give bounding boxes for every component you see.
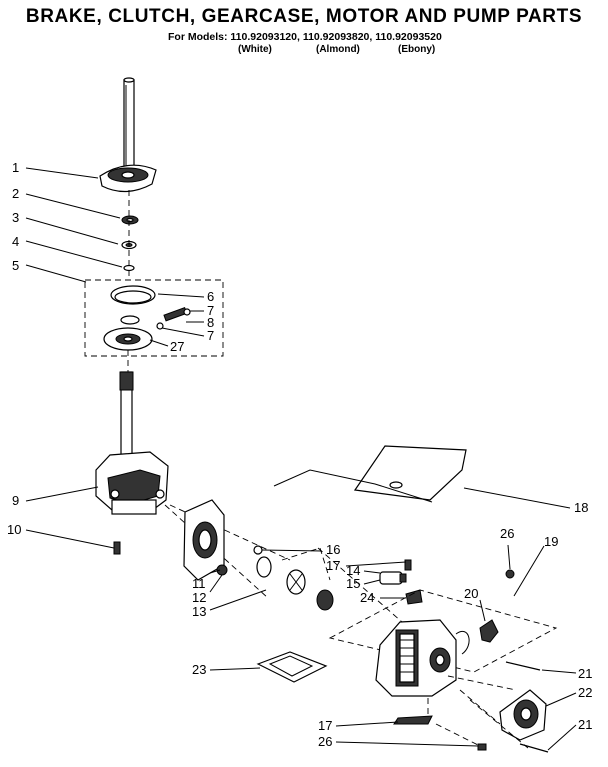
drive-shaft-upper (123, 77, 135, 176)
callout-4: 4 (12, 234, 19, 249)
callout-26b: 26 (318, 734, 332, 749)
capacitor-part-15 (379, 571, 407, 585)
callout-10: 10 (7, 522, 21, 537)
callout-17b: 17 (318, 718, 332, 733)
leader-lines (25, 167, 577, 751)
callout-14: 14 (346, 563, 360, 578)
motor-body (375, 619, 470, 697)
gearcase-part-9 (95, 371, 169, 515)
switch-part-20 (479, 619, 499, 643)
callout-5: 5 (12, 258, 19, 273)
grommet-part-16 (253, 545, 263, 555)
callout-8: 8 (207, 315, 214, 330)
variant-white: (White) (238, 44, 272, 55)
callout-21b: 21 (578, 717, 592, 732)
pump-part-22 (499, 689, 547, 741)
callout-16: 16 (326, 542, 340, 557)
bracket-part-17-lower (393, 715, 433, 725)
bolt-part-10 (113, 541, 121, 555)
callout-19: 19 (544, 534, 558, 549)
pump-housing-part-11 (183, 499, 225, 581)
brake-assembly-box (84, 279, 224, 357)
callout-9: 9 (12, 493, 19, 508)
callout-26: 26 (500, 526, 514, 541)
washer-part-4 (123, 264, 135, 272)
callout-20: 20 (464, 586, 478, 601)
callout-23: 23 (192, 662, 206, 677)
callout-7: 7 (207, 303, 214, 318)
callout-22: 22 (578, 685, 592, 700)
washer-part-2 (121, 215, 139, 225)
callout-15: 15 (346, 576, 360, 591)
callout-3: 3 (12, 210, 19, 225)
variant-almond: (Almond) (316, 44, 360, 55)
gasket-part-23 (256, 651, 328, 683)
clip-part-24 (405, 589, 423, 605)
callout-21: 21 (578, 666, 592, 681)
variant-ebony: (Ebony) (398, 44, 436, 55)
callout-6: 6 (207, 289, 214, 304)
callout-27: 27 (170, 339, 184, 354)
callout-18: 18 (574, 500, 588, 515)
callout-17: 17 (326, 558, 340, 573)
model-numbers: For Models: 110.92093120, 110.92093820, … (168, 31, 442, 43)
callout-24: 24 (360, 590, 374, 605)
coupling-part-13 (256, 556, 334, 611)
callout-7b: 7 (207, 328, 214, 343)
screw-part-26-upper (505, 569, 515, 579)
callout-13: 13 (192, 604, 206, 619)
motor-plate-part-18 (353, 445, 467, 501)
screw-part-26-lower (477, 743, 487, 751)
callout-11: 11 (192, 576, 206, 591)
brake-cam-part-1 (99, 164, 157, 193)
callout-12: 12 (192, 590, 206, 605)
screw-part-17 (404, 559, 412, 571)
callout-2: 2 (12, 186, 19, 201)
callout-1: 1 (12, 160, 19, 175)
page-title: BRAKE, CLUTCH, GEARCASE, MOTOR AND PUMP … (25, 6, 583, 27)
callout-numbers: 1 2 3 4 5 6 7 8 7 27 9 10 11 12 13 16 17… (7, 160, 592, 749)
